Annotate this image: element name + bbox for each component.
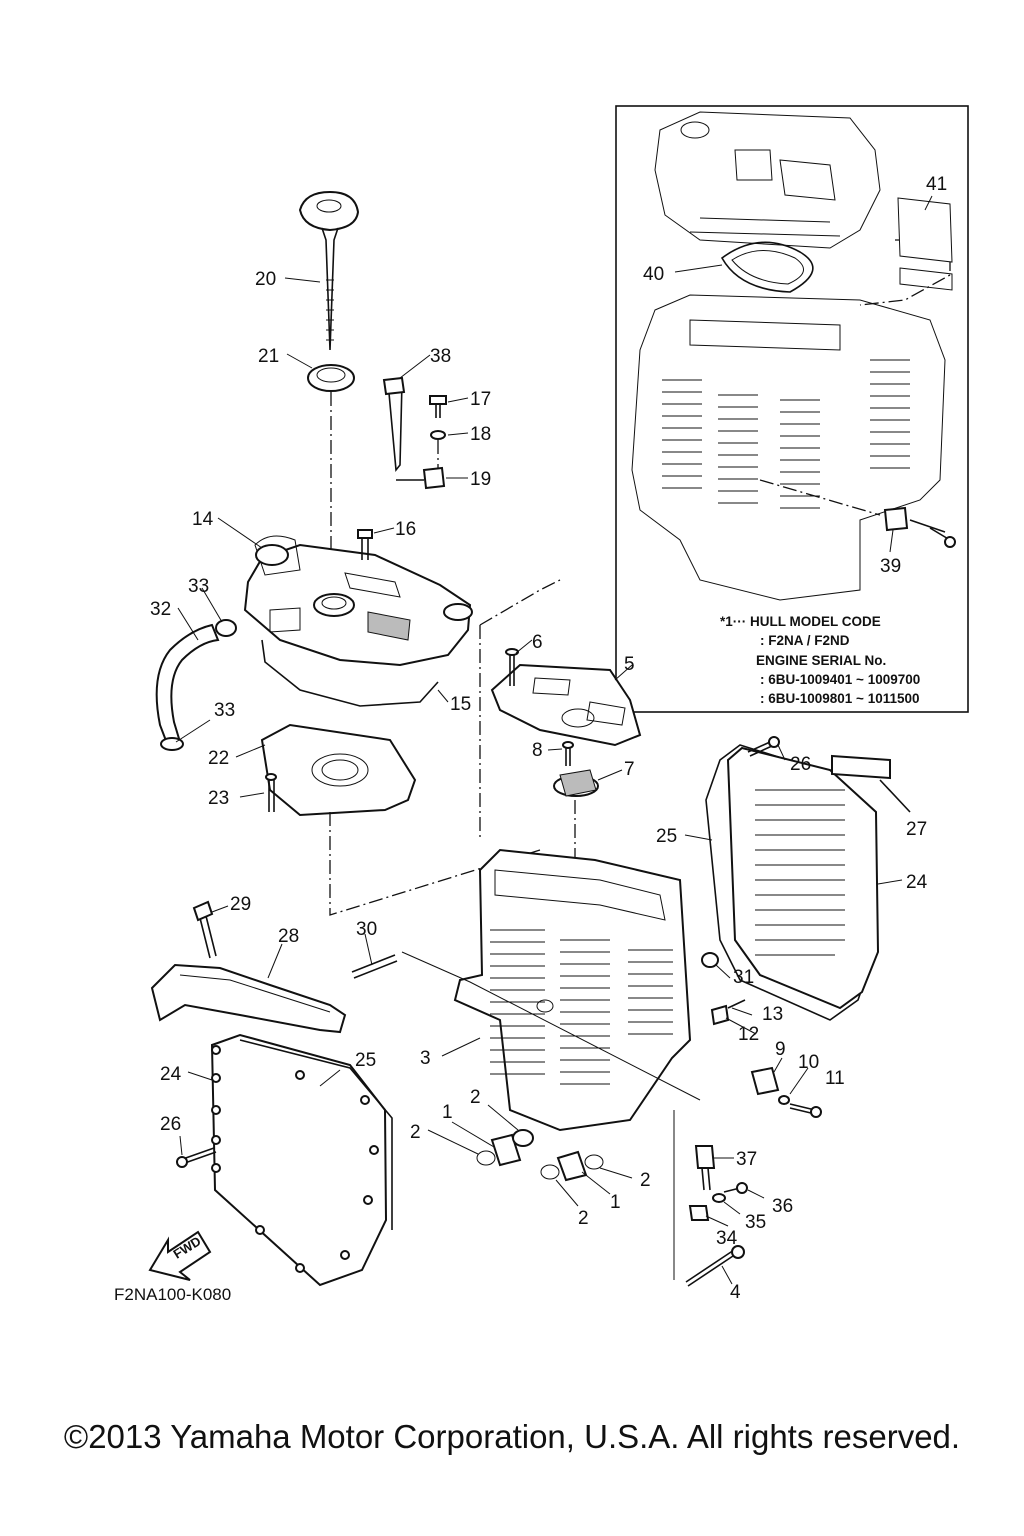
callout-7: 7 — [624, 759, 635, 780]
callout-31: 31 — [733, 967, 754, 988]
callout-15: 15 — [450, 694, 471, 715]
callout-37: 37 — [736, 1149, 757, 1170]
callout-12: 12 — [738, 1024, 759, 1045]
leader-lines — [175, 195, 933, 1285]
inset-panel — [615, 105, 969, 713]
callout-11: 11 — [825, 1068, 845, 1089]
callout-41: 41 — [926, 174, 947, 195]
callout-25a: 25 — [656, 826, 677, 847]
inset-note-line3: ENGINE SERIAL No. — [756, 653, 886, 668]
callout-34: 34 — [716, 1228, 738, 1249]
callout-23: 23 — [208, 788, 229, 809]
callout-27: 27 — [906, 819, 927, 840]
callout-2d: 2 — [578, 1208, 589, 1229]
callout-32: 32 — [150, 599, 171, 620]
callout-35: 35 — [745, 1212, 766, 1233]
callout-25b: 25 — [355, 1050, 376, 1071]
callout-24b: 24 — [160, 1064, 182, 1085]
callout-4: 4 — [730, 1282, 741, 1303]
callout-2b: 2 — [410, 1122, 421, 1143]
callout-33b: 33 — [214, 700, 235, 721]
callout-14: 14 — [192, 509, 214, 530]
callout-13: 13 — [762, 1004, 783, 1025]
callout-17: 17 — [470, 389, 491, 410]
inset-note: *1··· HULL MODEL CODE : F2NA / F2ND ENGI… — [720, 614, 920, 706]
callout-8: 8 — [532, 740, 543, 761]
callout-5: 5 — [624, 654, 635, 675]
callout-26a: 26 — [790, 754, 811, 775]
callout-36: 36 — [772, 1196, 793, 1217]
callout-10: 10 — [798, 1052, 819, 1073]
callout-28: 28 — [278, 926, 299, 947]
callout-1a: 1 — [442, 1102, 453, 1123]
drawing-code: F2NA100-K080 — [114, 1285, 231, 1304]
callout-19: 19 — [470, 469, 491, 490]
inset-note-line5: : 6BU-1009801 ~ 1011500 — [760, 691, 920, 706]
callout-21: 21 — [258, 346, 279, 367]
callout-1b: 1 — [610, 1192, 621, 1213]
callout-2a: 2 — [470, 1087, 481, 1108]
callout-18: 18 — [470, 424, 491, 445]
copyright-notice: ©2013 Yamaha Motor Corporation, U.S.A. A… — [63, 1418, 961, 1455]
main-parts: FWD — [148, 190, 911, 1287]
callout-2c: 2 — [640, 1170, 651, 1191]
inset-note-line4: : 6BU-1009401 ~ 1009700 — [760, 672, 920, 687]
callout-40: 40 — [643, 264, 664, 285]
callout-33a: 33 — [188, 576, 209, 597]
callout-24a: 24 — [906, 872, 928, 893]
callout-22: 22 — [208, 748, 229, 769]
callout-6: 6 — [532, 632, 543, 653]
callout-26b: 26 — [160, 1114, 181, 1135]
callout-38: 38 — [430, 346, 451, 367]
callout-20: 20 — [255, 269, 276, 290]
inset-note-line2: : F2NA / F2ND — [760, 633, 850, 648]
callouts: 20 21 38 17 18 19 14 16 33 32 15 33 22 2… — [150, 174, 947, 1303]
callout-39: 39 — [880, 556, 901, 577]
callout-29: 29 — [230, 894, 251, 915]
callout-16: 16 — [395, 519, 416, 540]
inset-note-line1: *1··· HULL MODEL CODE — [720, 614, 881, 629]
callout-3: 3 — [420, 1048, 431, 1069]
callout-30: 30 — [356, 919, 377, 940]
callout-9: 9 — [775, 1039, 786, 1060]
